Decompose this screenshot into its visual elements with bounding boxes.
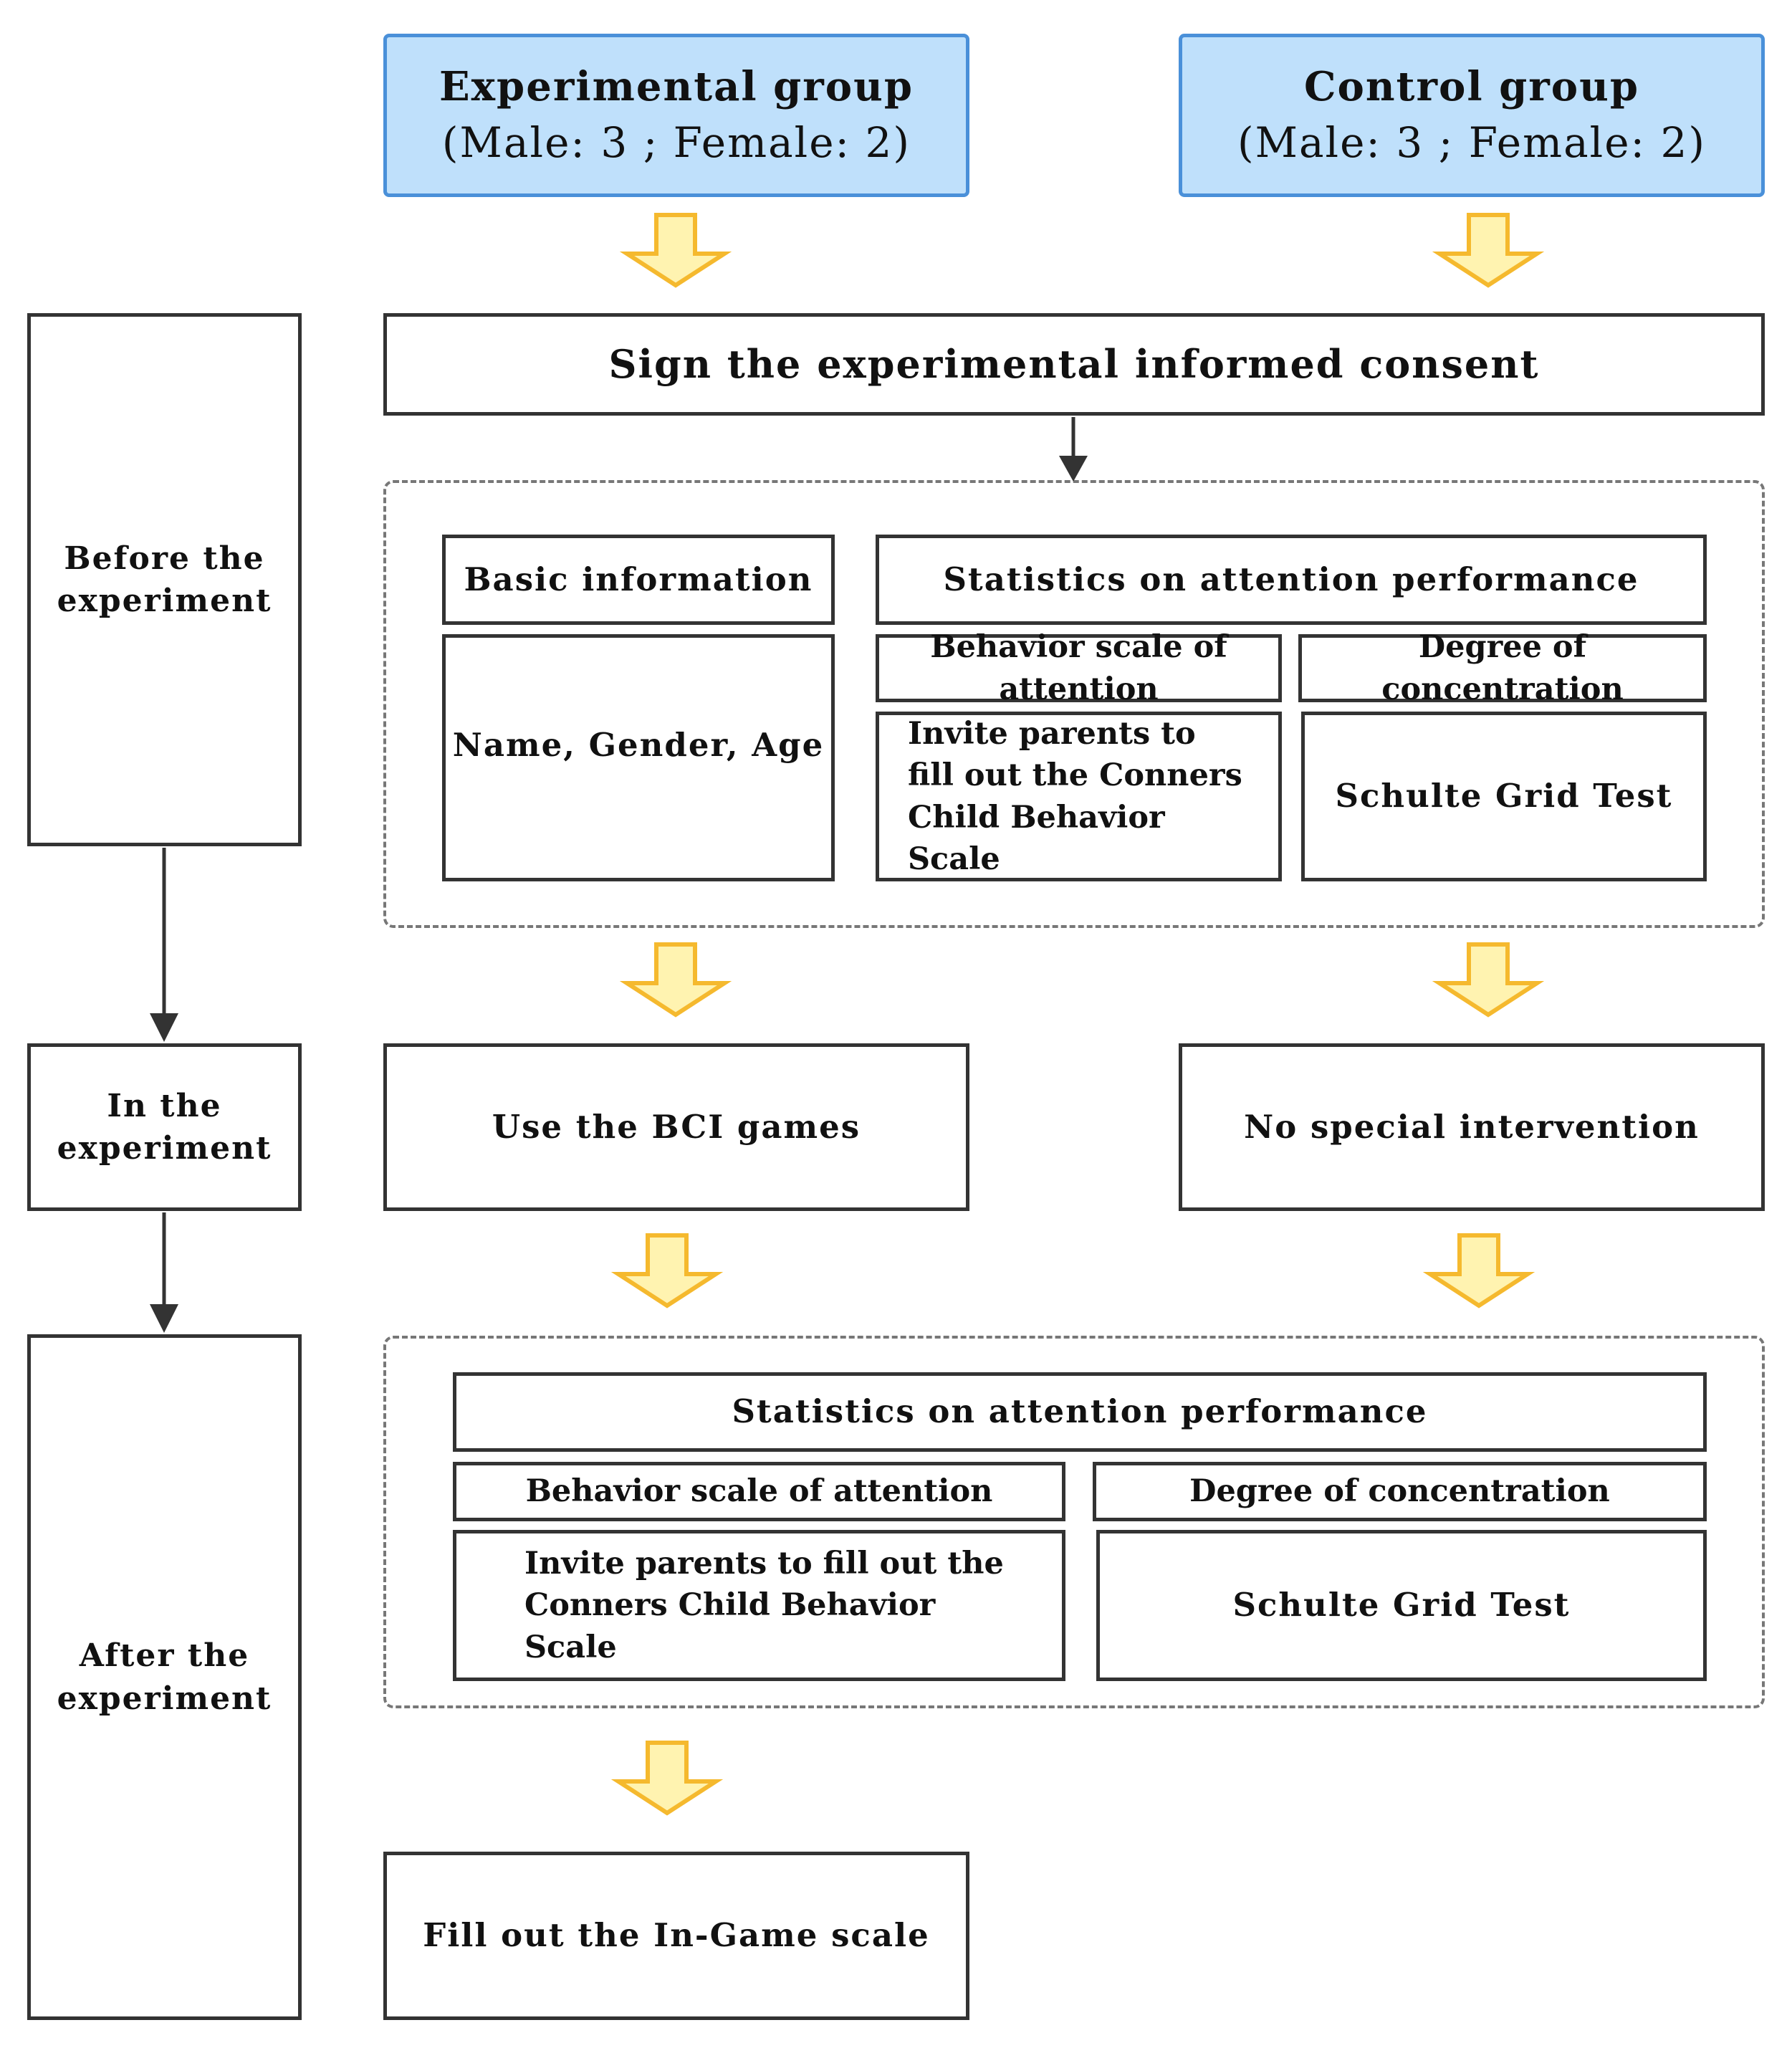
phase-after: After the experiment [27, 1334, 302, 2020]
before-behavior-header: Behavior scale of attention [876, 629, 1282, 707]
experimental-group-box: Experimental group (Male: 3 ; Female: 2) [383, 34, 969, 197]
after-behavior-header: Behavior scale of attention [453, 1462, 1065, 1521]
control-group-box: Control group (Male: 3 ; Female: 2) [1179, 34, 1765, 197]
experimental-to-consent-arrow [619, 213, 732, 288]
measures-to-bci-arrow [619, 942, 732, 1018]
before-concentration-header: Degree of concentration [1298, 629, 1707, 707]
control-group-title: Control group [1303, 63, 1639, 111]
control-group-subtitle: (Male: 3 ; Female: 2) [1237, 118, 1707, 167]
phase-before: Before the experiment [27, 313, 302, 846]
before-stats-header: Statistics on attention performance [876, 535, 1707, 625]
before-measures-group [383, 480, 1765, 928]
consent-to-measures-arrow [1059, 417, 1088, 482]
in-game-scale-box: Fill out the In-Game scale [383, 1852, 969, 2020]
consent-box: Sign the experimental informed consent [383, 313, 1765, 416]
before-behavior-content: Invite parents to fill out the Conners C… [876, 712, 1282, 881]
after-stats-header: Statistics on attention performance [453, 1372, 1707, 1452]
during-to-after-arrow [150, 1212, 178, 1333]
control-to-consent-arrow [1432, 213, 1545, 288]
bci-games-box: Use the BCI games [383, 1043, 969, 1211]
measures-to-control-arrow [1432, 942, 1545, 1018]
phase-during: In the experiment [27, 1043, 302, 1211]
after-behavior-content: Invite parents to fill out the Conners C… [453, 1530, 1065, 1681]
control-to-after-measures-arrow [1422, 1233, 1535, 1308]
after-concentration-content: Schulte Grid Test [1096, 1530, 1707, 1681]
basic-info-content: Name, Gender, Age [442, 634, 835, 881]
before-to-during-arrow [150, 848, 178, 1042]
after-measures-group [383, 1336, 1765, 1708]
no-intervention-box: No special intervention [1179, 1043, 1765, 1211]
before-concentration-content: Schulte Grid Test [1301, 712, 1707, 881]
bci-to-after-measures-arrow [610, 1233, 724, 1308]
experimental-group-subtitle: (Male: 3 ; Female: 2) [441, 118, 911, 167]
basic-info-header: Basic information [442, 535, 835, 625]
after-measures-to-ingame-arrow [610, 1741, 724, 1816]
experimental-group-title: Experimental group [439, 63, 914, 111]
after-concentration-header: Degree of concentration [1093, 1462, 1707, 1521]
